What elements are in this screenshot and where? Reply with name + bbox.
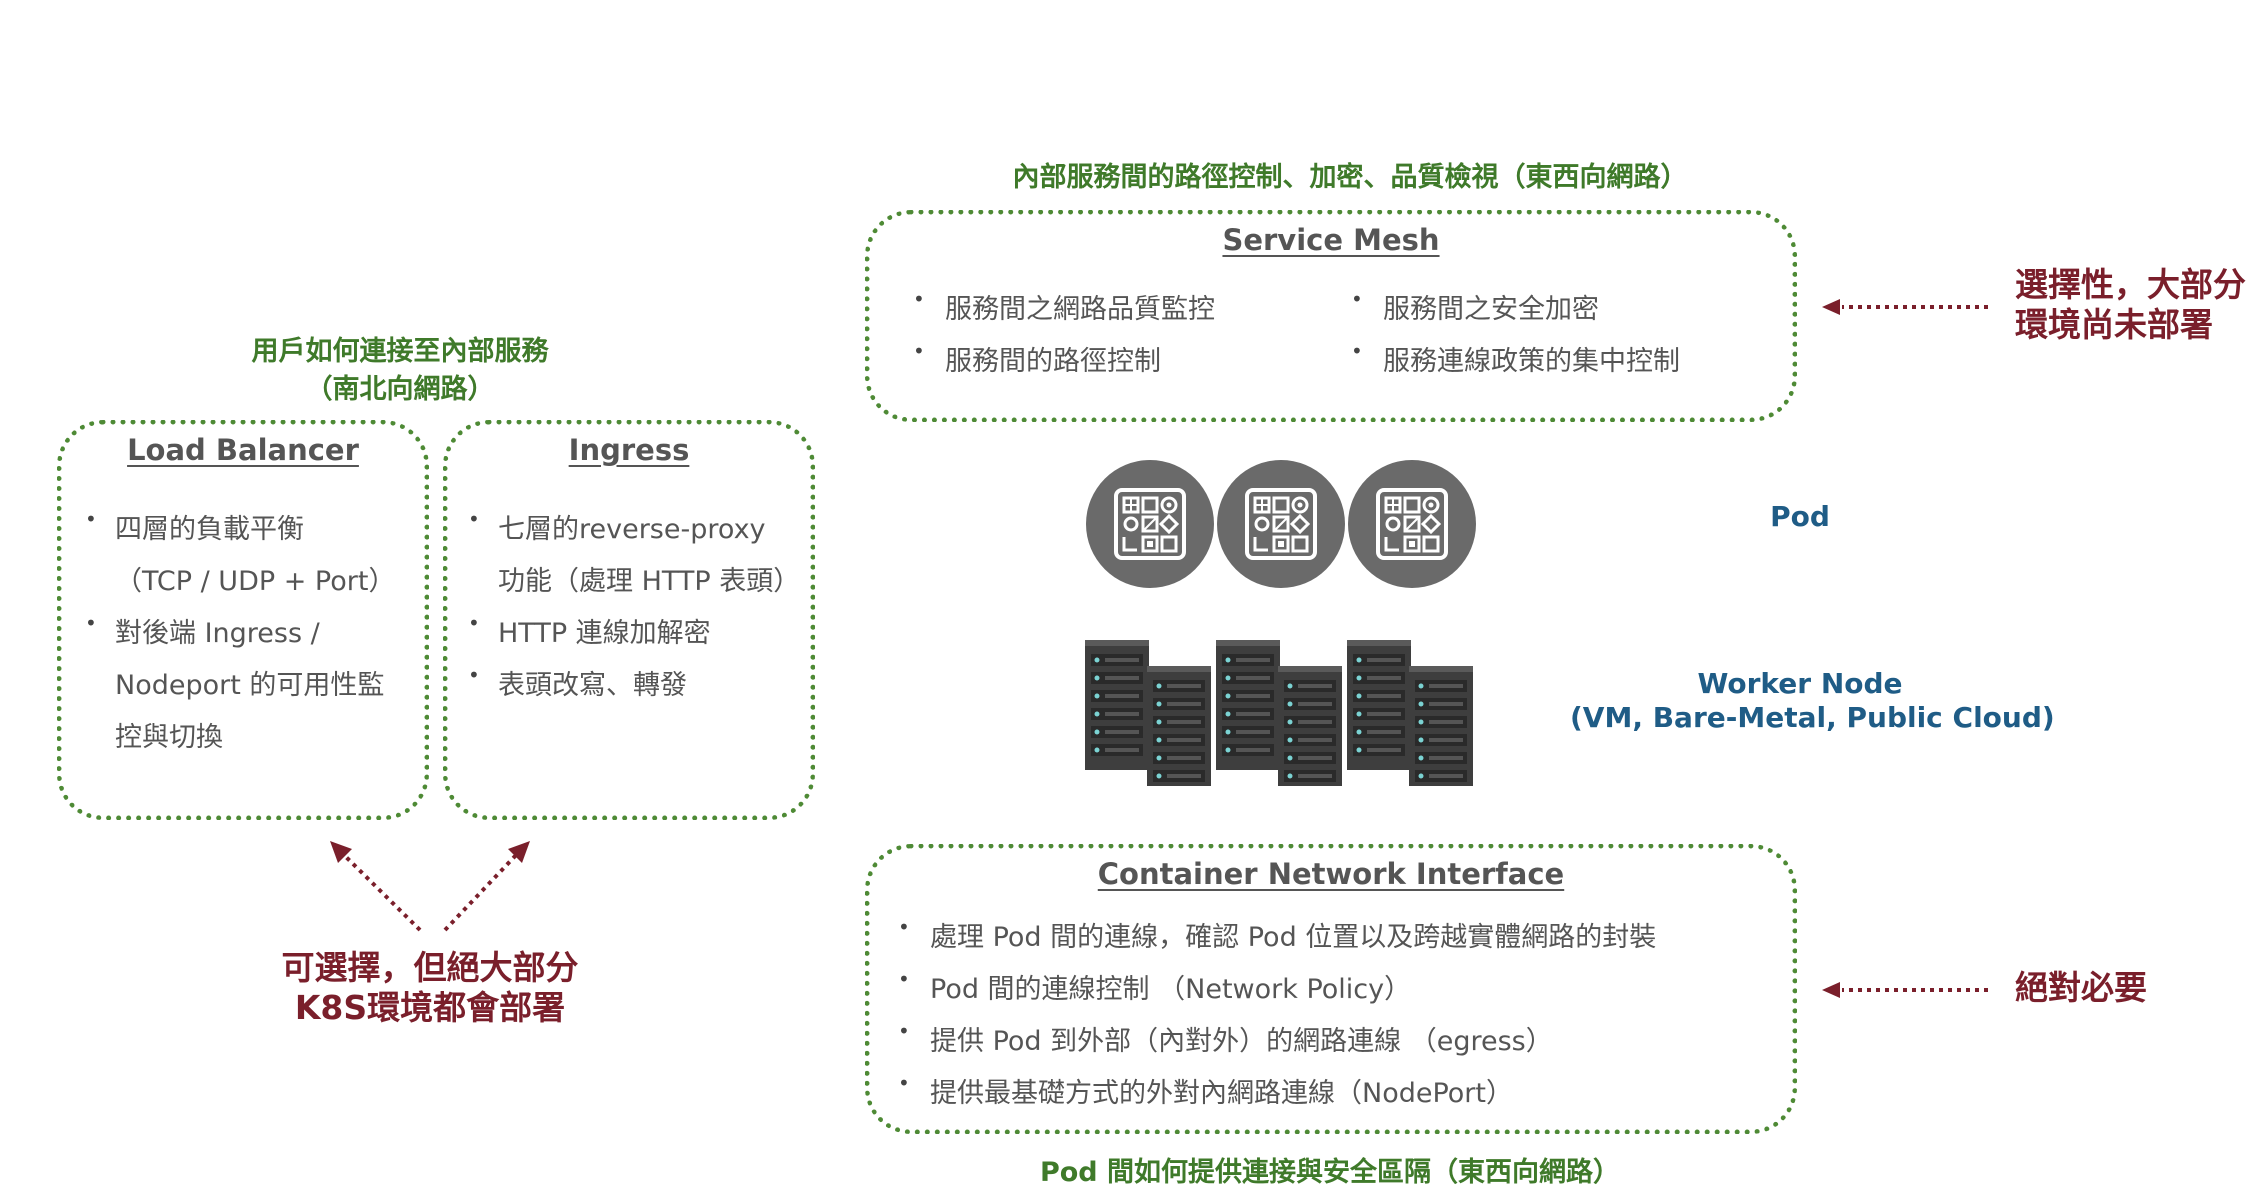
server-rack-icon (1216, 640, 1342, 786)
list-item: • 四層的負載平衡 (85, 507, 304, 545)
north-south-note: 可選擇，但絕大部分 K8S環境都會部署 (281, 948, 579, 1027)
bullet-dot: • (85, 611, 97, 635)
list-item: •服務間之安全加密 (1351, 287, 1599, 325)
worker-node-label: Worker Node (VM, Bare-Metal, Public Clou… (1570, 667, 2055, 734)
bullet-dot: • (898, 967, 910, 991)
bullet-dot: • (913, 339, 925, 363)
server-group (1085, 640, 1473, 786)
cni-arrow (1822, 982, 1988, 998)
load-balancer-items: • 四層的負載平衡 （TCP / UDP + Port） • 對後端 Ingre… (85, 507, 396, 767)
service-mesh-items-left: •服務間之網路品質監控 •服務間的路徑控制 (913, 287, 1215, 391)
service-mesh-box: Service Mesh •服務間之網路品質監控 •服務間的路徑控制 •服務間之… (865, 210, 1797, 422)
cni-note: 絕對必要 (2015, 968, 2147, 1007)
ingress-items: • 七層的reverse-proxy 功能（處理 HTTP 表頭） • HTTP… (468, 507, 801, 715)
list-item: • 表頭改寫、轉發 (468, 663, 687, 701)
bullet-dot: • (1351, 287, 1363, 311)
bullet-dot: • (913, 287, 925, 311)
service-mesh-note: 選擇性，大部分 環境尚未部署 (2015, 265, 2246, 344)
bullet-dot: • (468, 507, 480, 531)
bullet-dot: • (1351, 339, 1363, 363)
cni-items: •處理 Pod 間的連線，確認 Pod 位置以及跨越實體網路的封裝 •Pod 間… (898, 915, 1657, 1123)
service-mesh-arrow (1822, 299, 1988, 315)
load-balancer-title: Load Balancer (127, 433, 359, 467)
app-grid-icon (1217, 460, 1345, 588)
ingress-box: Ingress • 七層的reverse-proxy 功能（處理 HTTP 表頭… (443, 420, 815, 820)
pod-label: Pod (1770, 500, 1830, 533)
bullet-dot: • (468, 663, 480, 687)
service-mesh-items-right: •服務間之安全加密 •服務連線政策的集中控制 (1351, 287, 1680, 391)
list-item-continued: 功能（處理 HTTP 表頭） (498, 566, 801, 597)
load-balancer-box: Load Balancer • 四層的負載平衡 （TCP / UDP + Por… (57, 420, 429, 820)
bullet-dot: • (898, 915, 910, 939)
list-item: • 對後端 Ingress / (85, 611, 320, 649)
service-mesh-title: Service Mesh (1222, 223, 1440, 257)
list-item: •服務間之網路品質監控 (913, 287, 1215, 325)
bullet-dot: • (468, 611, 480, 635)
bullet-dot: • (85, 507, 97, 531)
north-south-arrows (330, 841, 530, 932)
bullet-dot: • (898, 1071, 910, 1095)
server-rack-icon (1085, 640, 1211, 786)
list-item: •Pod 間的連線控制 （Network Policy） (898, 967, 1412, 1005)
ingress-title: Ingress (568, 433, 690, 467)
bullet-dot: • (898, 1019, 910, 1043)
list-item: • 七層的reverse-proxy (468, 507, 766, 545)
app-grid-icon (1086, 460, 1214, 588)
service-mesh-heading: 內部服務間的路徑控制、加密、品質檢視（東西向網路） (1012, 162, 1688, 193)
list-item: •服務間的路徑控制 (913, 339, 1161, 377)
app-grid-icon (1348, 460, 1476, 588)
north-south-heading: 用戶如何連接至內部服務 （南北向網路） (251, 336, 549, 405)
list-item-continued: Nodeport 的可用性監 (115, 670, 385, 701)
server-rack-icon (1347, 640, 1473, 786)
cni-heading: Pod 間如何提供連接與安全區隔（東西向網路） (1039, 1157, 1621, 1188)
list-item: •提供 Pod 到外部（內對外）的網路連線 （egress） (898, 1019, 1553, 1057)
cni-title: Container Network Interface (1097, 857, 1565, 891)
list-item-continued: 控與切換 (115, 722, 223, 753)
cni-box: Container Network Interface •處理 Pod 間的連線… (865, 844, 1797, 1134)
list-item: •處理 Pod 間的連線，確認 Pod 位置以及跨越實體網路的封裝 (898, 915, 1657, 953)
list-item: •服務連線政策的集中控制 (1351, 339, 1680, 377)
list-item: • HTTP 連線加解密 (468, 611, 711, 649)
list-item: •提供最基礎方式的外對內網路連線（NodePort） (898, 1071, 1513, 1109)
list-item-continued: （TCP / UDP + Port） (115, 566, 396, 597)
